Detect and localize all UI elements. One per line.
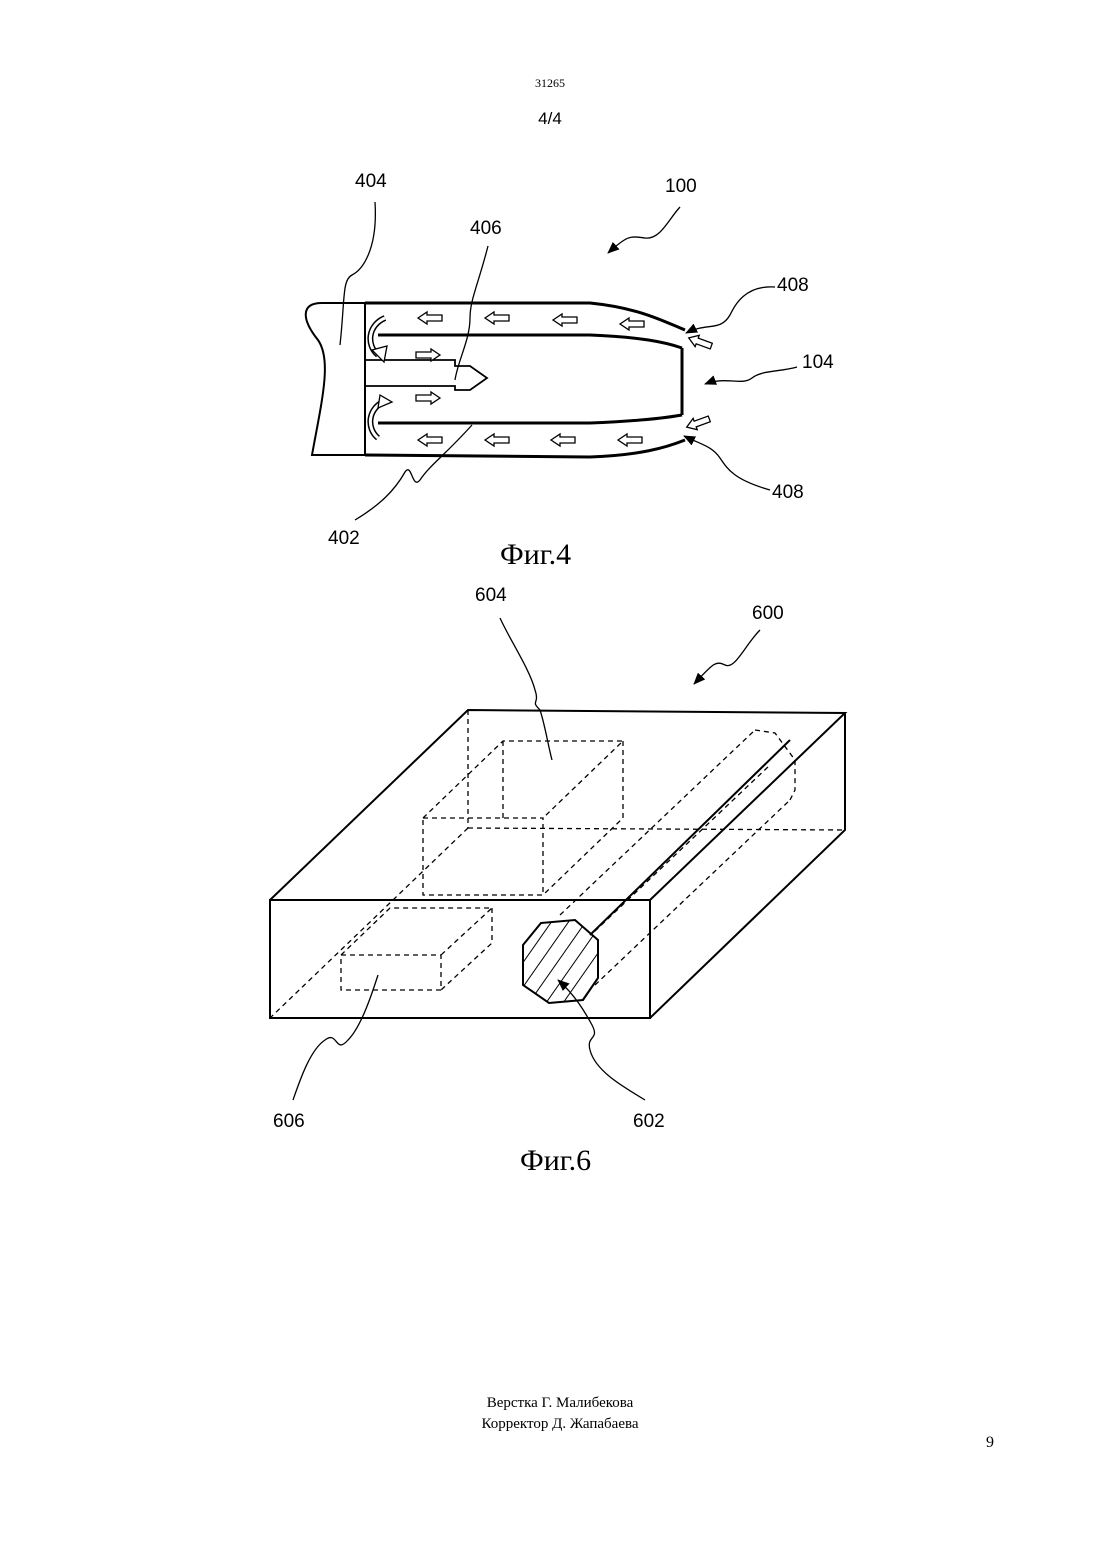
- proof-credit: Корректор Д. Жапабаева: [0, 1416, 1100, 1433]
- figure-4-drawing: [306, 202, 797, 520]
- ref-406: 406: [470, 218, 502, 240]
- ref-104: 104: [802, 352, 834, 374]
- ref-606: 606: [273, 1111, 305, 1133]
- ref-604: 604: [475, 585, 507, 607]
- page-number: 9: [986, 1434, 994, 1452]
- figure-6-caption: Фиг.6: [520, 1144, 591, 1178]
- figure-6-drawing: [270, 618, 845, 1100]
- ref-408-top: 408: [777, 275, 809, 297]
- figure-4-caption: Фиг.4: [500, 538, 571, 572]
- ref-600: 600: [752, 603, 784, 625]
- ref-404: 404: [355, 171, 387, 193]
- ref-602: 602: [633, 1111, 665, 1133]
- layout-credit: Верстка Г. Малибекова: [0, 1395, 1100, 1412]
- ref-100: 100: [665, 176, 697, 198]
- ref-402: 402: [328, 528, 360, 550]
- ref-408-bottom: 408: [772, 482, 804, 504]
